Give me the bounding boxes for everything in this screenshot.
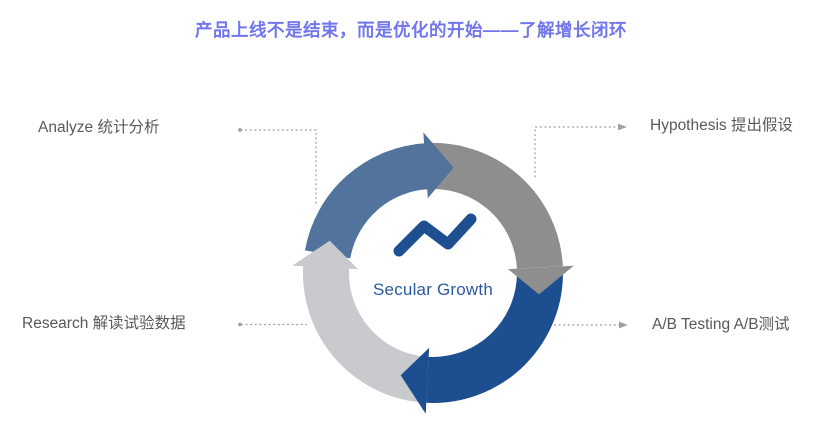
connector-line	[240, 129, 317, 204]
connector-research	[238, 322, 307, 327]
label-analyze: Analyze 统计分析	[38, 119, 160, 136]
growth-trend-icon	[393, 213, 477, 257]
arrowhead-right-icon	[507, 265, 574, 295]
label-research: Research 解读试验数据	[22, 315, 186, 332]
arrowhead-top-icon	[423, 132, 454, 199]
cycle-segment-analyze	[304, 143, 430, 260]
connector-arrow-icon	[618, 123, 627, 131]
arrowhead-left-icon	[292, 240, 359, 270]
connector-hypothesis	[534, 123, 627, 179]
center-label: Secular Growth	[373, 280, 493, 299]
arrowhead-bottom-icon	[400, 347, 430, 414]
page-title: 产品上线不是结束，而是优化的开始——了解增长闭环	[195, 20, 627, 40]
connector-arrow-icon	[619, 321, 628, 329]
connector-dot-icon	[238, 322, 242, 327]
label-hypothesis: Hypothesis 提出假设	[650, 117, 793, 134]
label-ab-testing: A/B Testing A/B测试	[652, 316, 790, 333]
connector-analyze	[238, 128, 317, 204]
connector-dot-icon	[238, 128, 242, 132]
connector-ab-testing	[554, 321, 628, 329]
connector-line	[534, 126, 620, 179]
